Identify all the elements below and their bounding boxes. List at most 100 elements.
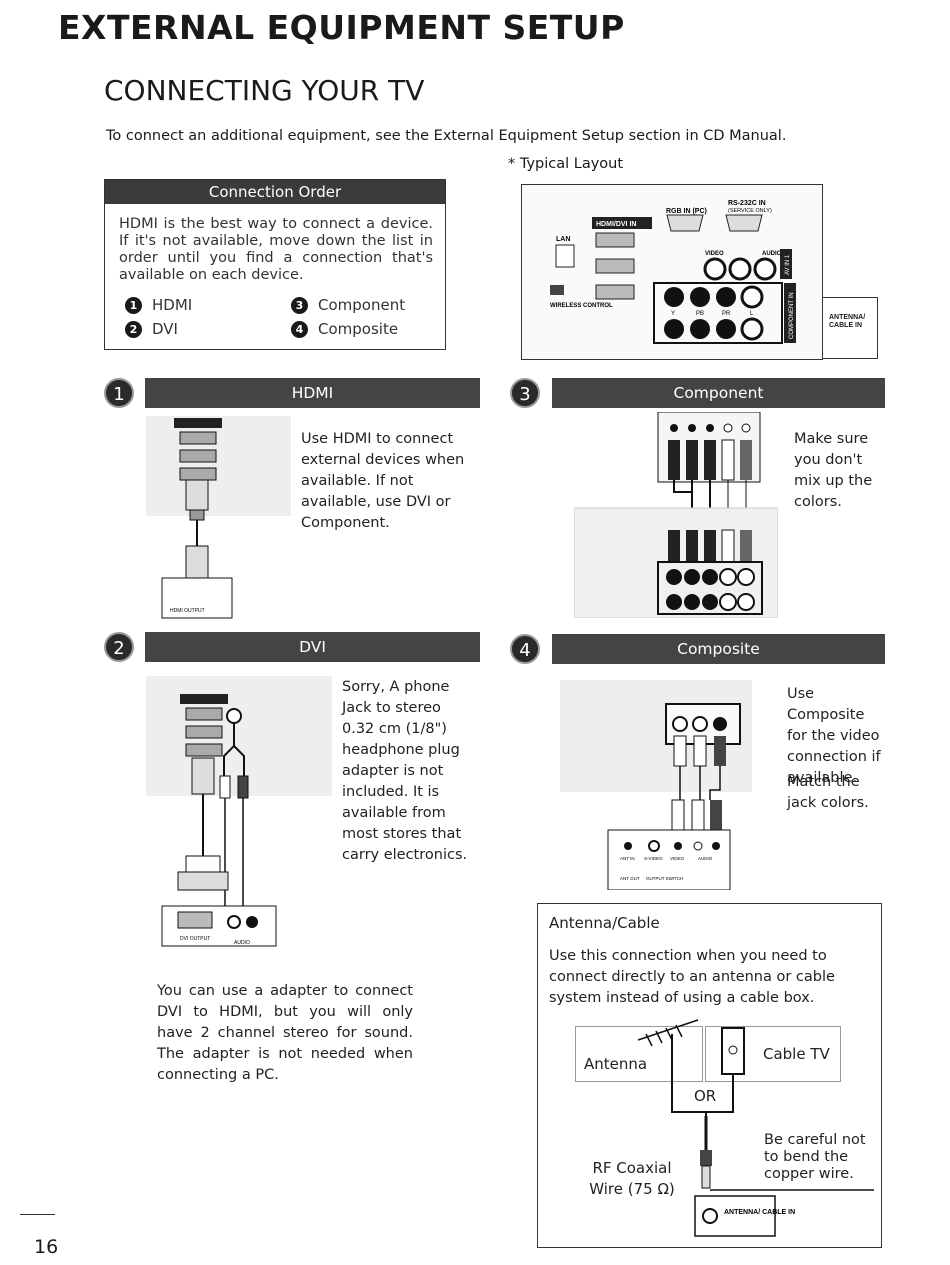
ant-out-label: ANT OUT (620, 876, 640, 881)
section-3-heading: Component (552, 378, 885, 408)
antenna-heading: Antenna/Cable (549, 914, 660, 932)
rs232-sub-label: (SERVICE ONLY) (728, 208, 772, 214)
dvi-diagram: DVI OUTPUT AUDIO (146, 676, 332, 948)
component-y-jack-1 (664, 319, 684, 339)
antenna-icon (637, 1019, 699, 1047)
wireless-label: WIRELESS CONTROL (550, 303, 613, 309)
number-badge: 2 (125, 320, 142, 338)
connection-order-box: Connection Order HDMI is the best way to… (104, 179, 446, 350)
antenna-frame (575, 1026, 703, 1082)
component-pb-jack-2 (690, 287, 710, 307)
connection-order-body: HDMI is the best way to connect a device… (119, 216, 433, 283)
order-item-hdmi: 1 HDMI (125, 296, 192, 314)
rear-panel-diagram: RGB IN (PC) RS-232C IN (SERVICE ONLY) HD… (550, 200, 796, 344)
component-l-jack-1 (740, 317, 764, 341)
section-4-text-2: Match the jack colors. (787, 774, 869, 811)
section-4-badge: 4 (510, 634, 540, 664)
section-2-heading: DVI (145, 632, 480, 662)
section-2-text: Sorry, A phone Jack to stereo 0.32 cm (1… (342, 679, 468, 863)
component-in-label: COMPONENT IN (789, 292, 795, 339)
component-pr-jack-2 (716, 287, 736, 307)
lan-label: LAN (556, 236, 570, 243)
number-badge: 4 (291, 320, 308, 338)
section-4-heading: Composite (552, 634, 885, 664)
hdmi-dvi-in-label: HDMI/DVI IN (596, 221, 636, 228)
antenna-cable-box: Antenna/Cable Use this connection when y… (537, 903, 882, 1248)
antenna-text: Use this connection when you need to con… (549, 948, 835, 1006)
component-l-jack-2 (740, 285, 764, 309)
cable-tv-label: Cable TV (763, 1045, 830, 1063)
component-diagram-art (573, 411, 779, 619)
or-label: OR (694, 1087, 717, 1105)
composite-diagram: ANT IN S-VIDEO VIDEO AUDIO ANT OUT OUTPU… (560, 680, 752, 891)
page-subtitle: CONNECTING YOUR TV (104, 74, 425, 107)
video-out-label: VIDEO (670, 856, 685, 861)
page-title: EXTERNAL EQUIPMENT SETUP (58, 8, 625, 47)
wireless-port-icon (550, 285, 564, 295)
section-1-heading: HDMI (145, 378, 480, 408)
lan-port-icon (555, 244, 575, 268)
section-1-text: Use HDMI to connect external devices whe… (301, 431, 465, 531)
antenna-diagram-art: ANTENNA/ CABLE IN (637, 1019, 874, 1237)
intro-text: To connect an additional equipment, see … (106, 128, 787, 144)
audio-label: AUDIO (762, 251, 782, 257)
rs232-label: RS-232C IN (728, 200, 766, 207)
section-3-badge: 3 (510, 378, 540, 408)
caution-text: Be careful not to bend the copper wire. (764, 1132, 866, 1182)
number-badge: 3 (291, 296, 308, 314)
typical-layout-label: * Typical Layout (508, 156, 624, 172)
component-y-jack-2 (664, 287, 684, 307)
cable-frame (705, 1026, 841, 1082)
hdmi-output-label: HDMI OUTPUT (170, 608, 205, 614)
order-item-label: Composite (318, 320, 399, 338)
component-in-tag (784, 283, 796, 343)
component-pb-jack-1 (690, 319, 710, 339)
order-item-label: DVI (152, 320, 178, 338)
hdmi-port-1-icon (595, 284, 635, 300)
section-2-badge: 2 (104, 632, 134, 662)
connection-order-heading: Connection Order (105, 180, 445, 204)
section-3-text: Make sure you don't mix up the colors. (794, 431, 873, 510)
dvi-diagram-art: DVI OUTPUT AUDIO (146, 676, 332, 947)
audio-out-label: AUDIO (698, 856, 713, 861)
order-item-label: HDMI (152, 296, 193, 314)
video-label: VIDEO (705, 251, 724, 257)
l-label: L (750, 311, 754, 317)
av-audio-r-jack (753, 257, 777, 281)
page-number: 16 (34, 1236, 59, 1258)
order-item-composite: 4 Composite (291, 320, 398, 338)
dvi-note: You can use a adapter to connect DVI to … (157, 983, 413, 1083)
rs232-port-icon (725, 214, 763, 232)
hdmi-diagram: HDMI OUTPUT (146, 416, 291, 621)
composite-diagram-art: ANT IN S-VIDEO VIDEO AUDIO ANT OUT OUTPU… (560, 680, 752, 891)
order-item-dvi: 2 DVI (125, 320, 178, 338)
page-rule (20, 1214, 55, 1215)
antenna-cable-in-tag: ANTENNA/ CABLE IN (822, 297, 878, 359)
rgb-in-label: RGB IN (PC) (666, 208, 707, 215)
antenna-label: Antenna (584, 1055, 648, 1073)
rgb-port-icon (666, 214, 704, 232)
s-video-label: S-VIDEO (644, 856, 663, 861)
output-switch-label: OUTPUT SWITCH (646, 876, 683, 881)
dvi-audio-label: AUDIO (234, 940, 250, 946)
section-1-badge: 1 (104, 378, 134, 408)
hdmi-port-2-icon (595, 258, 635, 274)
av-video-jack (703, 257, 727, 281)
component-group (653, 282, 783, 344)
av-audio-l-jack (728, 257, 752, 281)
rf-coaxial-label: RF Coaxial Wire (75 Ω) (589, 1159, 675, 1198)
order-item-label: Component (318, 296, 406, 314)
pb-label: PB (696, 311, 704, 317)
hdmi-dvi-in-header (592, 217, 652, 229)
dvi-output-label: DVI OUTPUT (180, 936, 210, 942)
port-label: ANTENNA/ CABLE IN (724, 1209, 795, 1216)
typical-layout-panel: RGB IN (PC) RS-232C IN (SERVICE ONLY) HD… (521, 184, 823, 360)
component-pr-jack-1 (716, 319, 736, 339)
number-badge: 1 (125, 296, 142, 314)
ant-in-label: ANT IN (620, 856, 635, 861)
hdmi-diagram-art: HDMI OUTPUT (146, 416, 291, 619)
hdmi-port-3-icon (595, 232, 635, 248)
y-label: Y (671, 311, 675, 317)
pr-label: PR (722, 311, 731, 317)
av-in-tag (780, 249, 792, 279)
